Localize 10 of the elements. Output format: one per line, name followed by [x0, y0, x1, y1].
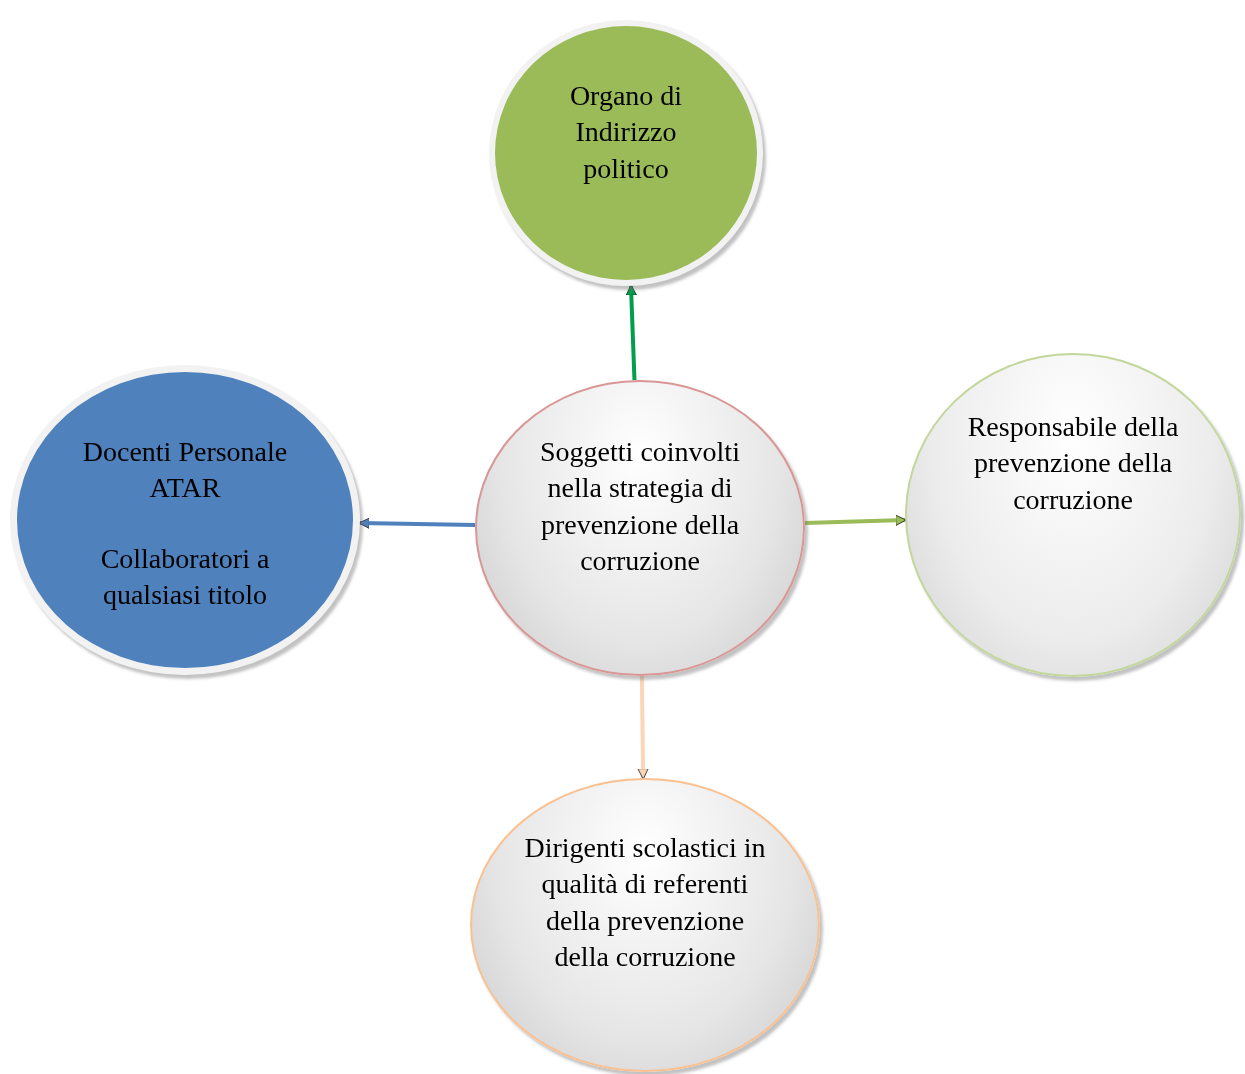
node-label: Responsabile della prevenzione della corruzione	[966, 410, 1180, 517]
arrow	[804, 514, 907, 526]
arrow	[637, 675, 649, 780]
node-label: Collaboratori a qualsiasi titolo	[99, 541, 271, 613]
node-label: Soggetti coinvolti nella strategia di prevenzione della corruzione	[539, 435, 741, 579]
node-label: Organo di Indirizzo politico	[568, 79, 684, 186]
arrow	[358, 517, 476, 529]
node-label: Dirigenti scolastici in qualità di referenti della prevenzione della corruzione	[523, 831, 767, 975]
arrow	[625, 284, 637, 381]
node-label: Docenti Personale ATAR	[81, 435, 289, 506]
